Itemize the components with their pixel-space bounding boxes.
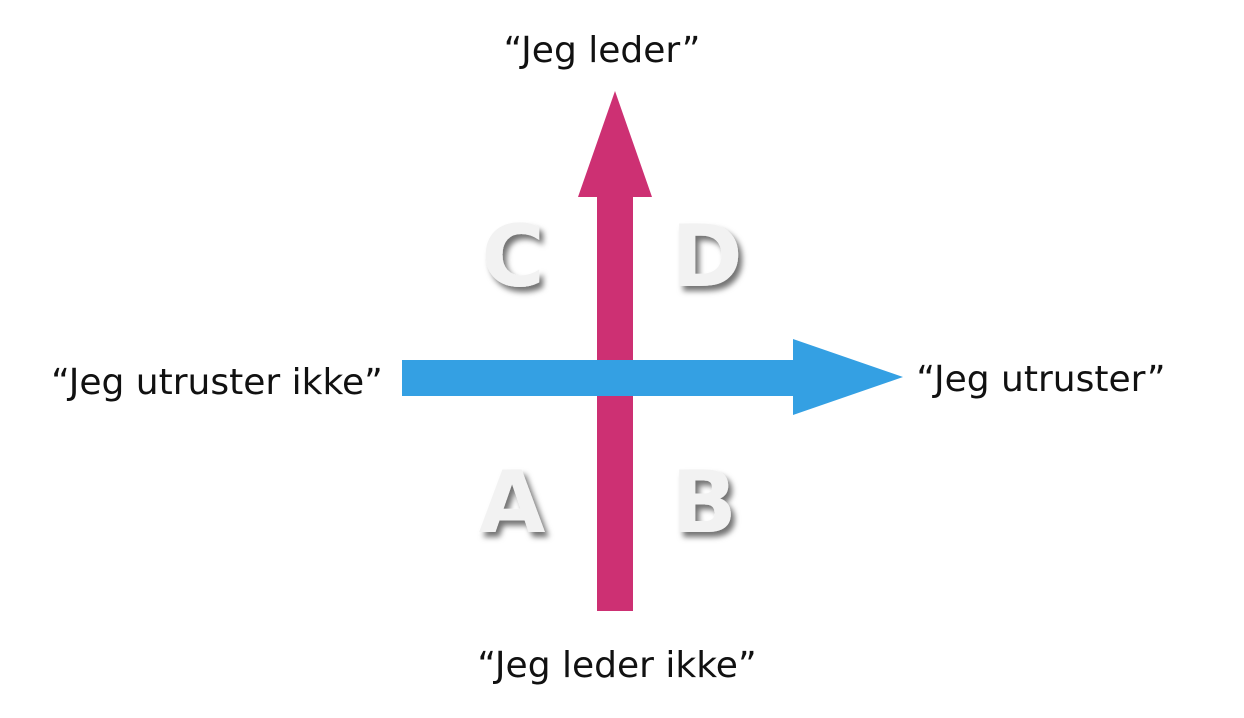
- quadrant-letter-top-right: D: [671, 207, 742, 307]
- vertical-arrow-shaft: [597, 194, 633, 611]
- axis-label-right: “Jeg utruster”: [916, 359, 1165, 400]
- axis-label-left: “Jeg utruster ikke”: [51, 362, 383, 403]
- quadrant-letter-bottom-right: B: [671, 453, 737, 553]
- vertical-arrow-head: [578, 91, 652, 197]
- vertical-arrow: [578, 91, 652, 611]
- axis-label-bottom: “Jeg leder ikke”: [477, 645, 756, 686]
- quadrant-letter-bottom-left: A: [479, 453, 546, 553]
- axis-label-top: “Jeg leder”: [504, 30, 701, 71]
- horizontal-arrow-head: [793, 339, 903, 415]
- horizontal-arrow: [402, 339, 903, 415]
- quadrant-letter-top-left: C: [481, 207, 544, 307]
- horizontal-arrow-shaft: [402, 360, 796, 396]
